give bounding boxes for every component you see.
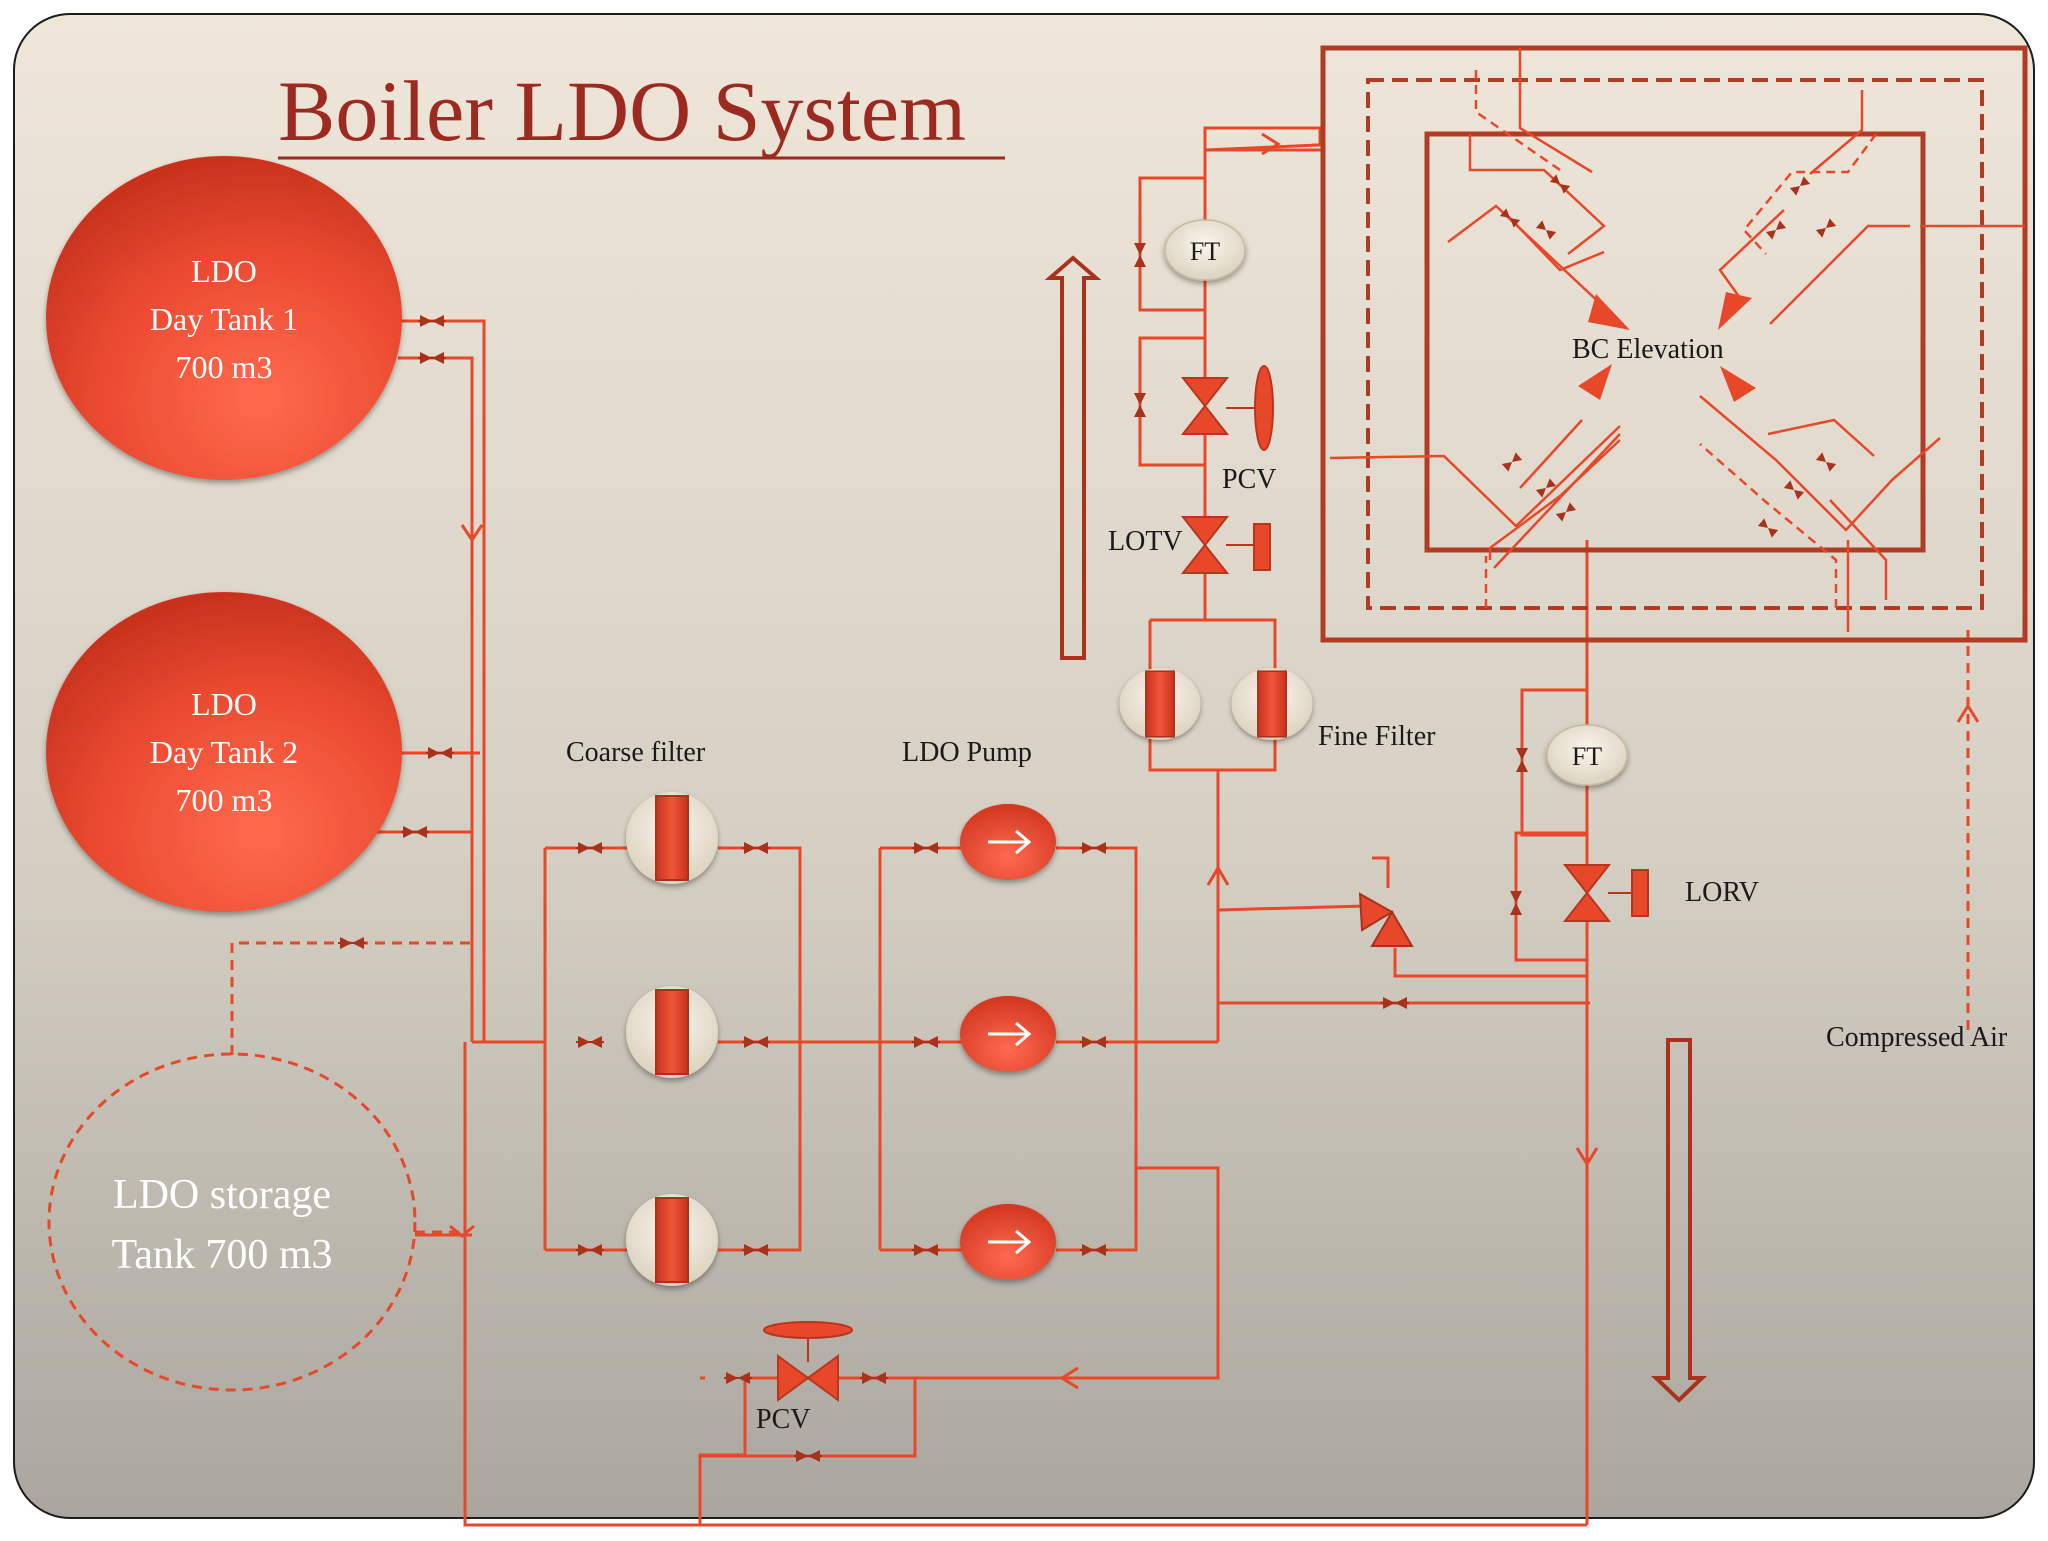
day-tank-2-line-3: 700 m3 bbox=[176, 782, 273, 818]
day-tank-1-line-3: 700 m3 bbox=[176, 349, 273, 385]
pcv-supply: PCV bbox=[1182, 365, 1276, 495]
ft-return-label: FT bbox=[1572, 742, 1602, 771]
flow-transmitter-supply: FT bbox=[1164, 219, 1246, 281]
fine-filter-bank: Fine Filter bbox=[1120, 668, 1436, 752]
storage-tank: LDO storage Tank 700 m3 bbox=[47, 1052, 417, 1392]
day-tank-2-line-1: LDO bbox=[191, 686, 257, 722]
coarse-filter-2 bbox=[626, 986, 718, 1078]
dashed-lines bbox=[230, 630, 1970, 1234]
page-title: Boiler LDO System bbox=[278, 63, 966, 159]
ldo-pump-3 bbox=[960, 1204, 1056, 1280]
coarse-filter-3 bbox=[626, 1194, 718, 1286]
coarse-filter-1 bbox=[626, 792, 718, 884]
lorv-valve: LORV bbox=[1564, 864, 1759, 922]
relief-valve bbox=[1358, 892, 1414, 947]
ldo-pump-bank: LDO Pump bbox=[902, 737, 1056, 1280]
lotv-valve: LOTV bbox=[1108, 516, 1271, 574]
lorv-label: LORV bbox=[1685, 877, 1759, 908]
day-tank-1-line-1: LDO bbox=[191, 253, 257, 289]
supply-direction-arrow bbox=[1044, 255, 1102, 660]
storage-tank-line-1: LDO storage bbox=[113, 1172, 331, 1218]
day-tank-2: LDO Day Tank 2 700 m3 bbox=[46, 592, 402, 912]
fine-filter-label: Fine Filter bbox=[1318, 721, 1436, 752]
coarse-filter-bank: Coarse filter bbox=[566, 737, 718, 1286]
ldo-pump-2 bbox=[960, 996, 1056, 1072]
furnace-frame: BC Elevation bbox=[1320, 45, 2028, 643]
pcv-recirc: PCV bbox=[756, 1321, 853, 1435]
pcv-recirc-label: PCV bbox=[756, 1404, 810, 1435]
bc-elevation-label: BC Elevation bbox=[1572, 334, 1724, 365]
day-tank-1: LDO Day Tank 1 700 m3 bbox=[46, 156, 402, 480]
lotv-label: LOTV bbox=[1108, 526, 1183, 557]
ldo-pump-1 bbox=[960, 804, 1056, 880]
day-tank-1-line-2: Day Tank 1 bbox=[150, 301, 298, 337]
coarse-filter-label: Coarse filter bbox=[566, 737, 706, 768]
return-direction-arrow bbox=[1651, 1038, 1707, 1403]
flow-transmitter-return: FT bbox=[1546, 724, 1628, 786]
storage-tank-line-2: Tank 700 m3 bbox=[111, 1232, 332, 1278]
slide-panel bbox=[13, 13, 2035, 1519]
pcv-supply-label: PCV bbox=[1222, 464, 1276, 495]
ft-supply-label: FT bbox=[1190, 237, 1220, 266]
compressed-air-label: Compressed Air bbox=[1826, 1022, 2008, 1053]
day-tank-2-line-2: Day Tank 2 bbox=[150, 734, 298, 770]
ldo-pump-label: LDO Pump bbox=[902, 737, 1032, 768]
